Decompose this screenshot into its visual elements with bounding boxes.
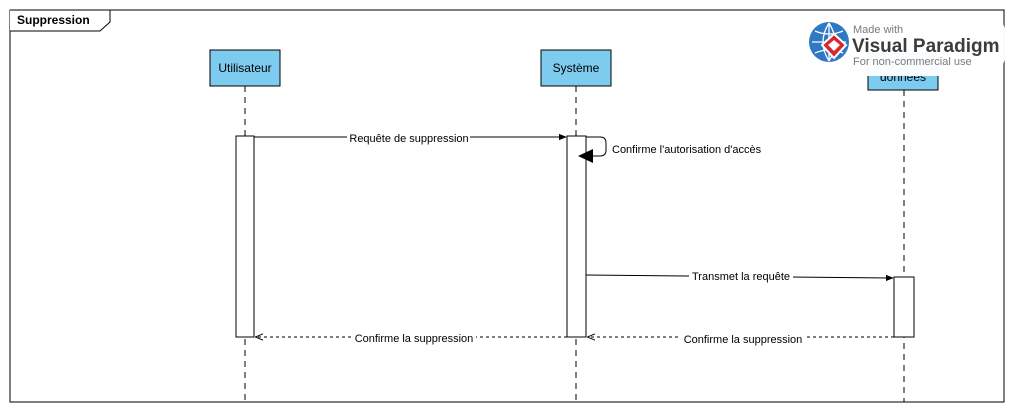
message-label: Confirme la suppression (355, 333, 474, 345)
lifeline-head[interactable] (209, 49, 281, 87)
visual-paradigm-logo-icon (809, 22, 849, 62)
lifeline-utilisateur[interactable]: Utilisateur (209, 49, 281, 402)
activation-bar (235, 135, 255, 338)
lifeline-systeme[interactable]: Système (540, 49, 612, 402)
frame-title-tab (10, 9, 111, 32)
label-backdrop (681, 332, 805, 345)
watermark-note: For non-commercial use (853, 56, 972, 68)
watermark-made-with: Made with (853, 24, 903, 36)
message-label: Requête de suppression (349, 133, 468, 145)
watermark-brand: Visual Paradigm (852, 36, 1000, 57)
message-self-autorisation[interactable]: Confirme l'autorisation d'accès (578, 136, 762, 163)
label-backdrop (347, 131, 470, 144)
activation-bar (566, 135, 587, 338)
watermark-badge (797, 12, 1005, 76)
message-return-donnees-systeme[interactable]: Confirme la suppression (588, 332, 894, 346)
message-label: Confirme la suppression (684, 334, 803, 346)
label-backdrop (352, 332, 476, 345)
message-return-systeme-utilisateur[interactable]: Confirme la suppression (256, 332, 567, 345)
message-arrow (580, 136, 607, 157)
message-transmet-requete[interactable]: Transmet la requête (585, 270, 894, 283)
watermark: Made with Visual Paradigm For non-commer… (797, 12, 1005, 76)
activation-bar (893, 276, 915, 338)
message-requete-suppression[interactable]: Requête de suppression (254, 131, 567, 145)
frame-title: Suppression (17, 13, 90, 27)
lifeline-head[interactable] (540, 49, 612, 87)
message-arrowhead (578, 149, 593, 163)
message-label: Confirme l'autorisation d'accès (612, 144, 762, 156)
message-label: Transmet la requête (692, 271, 790, 283)
lifeline-label: Utilisateur (218, 61, 271, 75)
label-backdrop (689, 270, 793, 283)
lifeline-label: Système (553, 61, 600, 75)
